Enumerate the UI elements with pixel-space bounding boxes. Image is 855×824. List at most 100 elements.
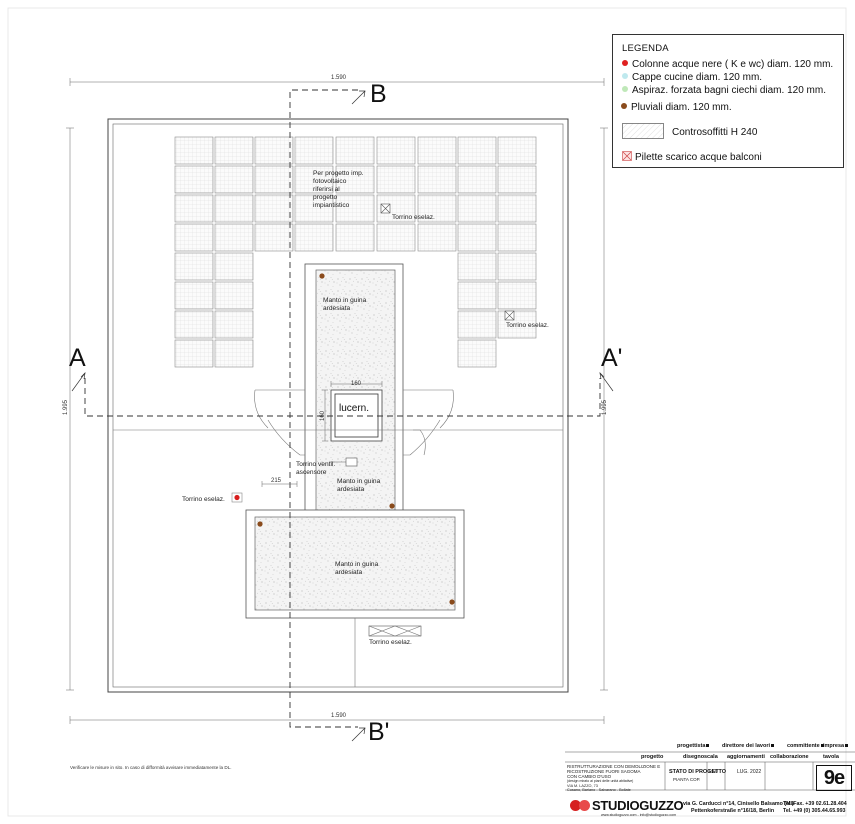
solar-panel <box>174 252 214 281</box>
solar-panel <box>457 165 497 194</box>
solar-panel <box>417 136 457 165</box>
solar-panel <box>254 136 294 165</box>
solar-panel <box>214 281 254 310</box>
solar-panel <box>457 310 497 339</box>
section-label-b: B <box>370 80 387 108</box>
tb-tavola-value: 9e <box>816 765 852 791</box>
section-line-bb <box>289 89 358 728</box>
dim-skylight-w: 160 <box>351 381 362 387</box>
title-block: progettista direttore dei lavori committ… <box>565 742 855 824</box>
section-label-a-prime: A' <box>601 344 622 372</box>
downpipe-markers <box>257 273 455 605</box>
tb-progetto-line-2: RICOSTRUZIONE FUORI SAGOMA <box>567 769 641 774</box>
torrino-label-3: Torrino eselaz. <box>182 496 225 503</box>
tb-disegno-sub: PIANTA COP. <box>673 777 701 782</box>
dim-top: 1.590 <box>331 75 347 81</box>
red-dot-icon <box>622 60 628 66</box>
torrino-box-pv <box>380 203 391 214</box>
solar-panel <box>417 223 457 252</box>
tb-scala-value: 1:50 <box>708 769 718 775</box>
dim-right: 1.995 <box>602 399 608 415</box>
tb-disegno-label: disegno <box>683 754 705 760</box>
solar-panel <box>174 194 214 223</box>
title-block-grid <box>565 751 855 791</box>
tb-header-director: direttore dei lavori <box>722 743 774 749</box>
solar-panel <box>214 310 254 339</box>
tb-aggiornamenti-value: LUG. 2022 <box>737 769 762 775</box>
solar-panel-array <box>174 136 537 368</box>
solar-panel <box>174 165 214 194</box>
tb-progetto-line-4: (design mirato ai piani delle unità abit… <box>567 779 634 783</box>
dim-bottom: 1.590 <box>331 713 347 719</box>
lower-block-roof <box>254 516 456 611</box>
roof-label-1: Manto in guina ardesiata <box>323 297 368 312</box>
solar-panel <box>335 194 375 223</box>
solar-panel <box>214 165 254 194</box>
solar-panel <box>214 339 254 368</box>
tb-header-client: committente <box>787 743 824 749</box>
solar-panel <box>376 165 416 194</box>
solar-panel <box>457 223 497 252</box>
tb-address-1: via G. Carducci n°14, Cinisello Balsamo … <box>683 801 794 807</box>
solar-panel <box>497 165 537 194</box>
solar-panel <box>376 136 416 165</box>
tb-progetto-line-3: CON CAMBIO D'USO <box>567 774 612 779</box>
tb-address-2: Pettenkoferstraße n°16/18, Berlin <box>691 808 775 814</box>
building-outline-inner <box>112 123 564 688</box>
roof-label-3: Manto in guina ardesiata <box>335 561 380 576</box>
legend-item-bath-exhaust: Aspiraz. forzata bagni ciechi diam. 120 … <box>622 85 837 96</box>
solar-panel <box>497 252 537 281</box>
solar-panel <box>376 223 416 252</box>
cyan-dot-icon <box>622 73 628 79</box>
bottom-structure <box>354 618 422 687</box>
section-label-a: A <box>69 344 86 372</box>
solar-panel <box>457 252 497 281</box>
solar-panel <box>417 165 457 194</box>
building-outline-outer <box>107 118 569 693</box>
solar-panel <box>497 310 537 339</box>
torrino-label-2: Torrino eselaz. <box>506 322 549 329</box>
legend-item-drains: Pilette scarico acque balconi <box>622 151 762 163</box>
legend-item-ceiling: Controsoffitti H 240 <box>622 123 757 139</box>
dim-left: 1.995 <box>63 399 69 415</box>
solar-panel <box>294 223 334 252</box>
vent-label: Torrino ventil. ascensore <box>296 461 337 476</box>
green-dot-icon <box>622 86 628 92</box>
tb-disegno-value: STATO DI PROGETTO <box>669 769 727 775</box>
solar-panel <box>174 223 214 252</box>
torrino-red-dot <box>234 494 240 501</box>
verification-note: Verificare le misure in sito. In caso di… <box>70 765 232 770</box>
solar-panel <box>174 310 214 339</box>
solar-panel <box>497 136 537 165</box>
solar-panel <box>335 165 375 194</box>
legend-item-downpipes: Pluviali diam. 120 mm. <box>621 102 732 113</box>
tb-phone-1: Tel./Fax. +39 02.61.28.404 <box>783 801 847 807</box>
torrino-label-4: Torrino eselaz. <box>369 639 412 646</box>
dimension-lines <box>66 78 608 724</box>
solar-panel <box>457 194 497 223</box>
section-line-aa <box>84 378 601 417</box>
brown-dot-icon <box>621 103 627 109</box>
sheet-border <box>7 7 847 817</box>
tb-progetto-line-1: RISTRUTTURAZIONE CON DEMOLIZIONE E <box>567 764 661 769</box>
tb-aggiornamenti-label: aggiornamenti <box>727 754 765 760</box>
studio-logo: STUDIOGUZZO <box>570 798 684 813</box>
mid-structure-lines <box>113 389 563 456</box>
solar-panel <box>254 165 294 194</box>
solar-panel <box>214 252 254 281</box>
legend-box: LEGENDA Colonne acque nere ( K e wc) dia… <box>612 34 844 168</box>
solar-panel <box>497 281 537 310</box>
vent-box <box>345 457 358 467</box>
torrino-label-1: Torrino eselaz. <box>392 214 435 221</box>
solar-panel <box>294 136 334 165</box>
logo-mark-icon <box>570 800 592 811</box>
tb-tavola-label: tavola <box>823 754 839 760</box>
tb-header-company: impresa <box>823 743 849 749</box>
solar-panel <box>254 223 294 252</box>
roof-label-2: Manto in guina ardesiata <box>337 478 382 493</box>
solar-panel <box>457 339 497 368</box>
solar-panel <box>294 194 334 223</box>
solar-panel <box>335 223 375 252</box>
legend-item-black-water: Colonne acque nere ( K e wc) diam. 120 m… <box>622 59 833 70</box>
tb-address-line-1: VIA M. LAZZO, 73 <box>567 784 598 788</box>
